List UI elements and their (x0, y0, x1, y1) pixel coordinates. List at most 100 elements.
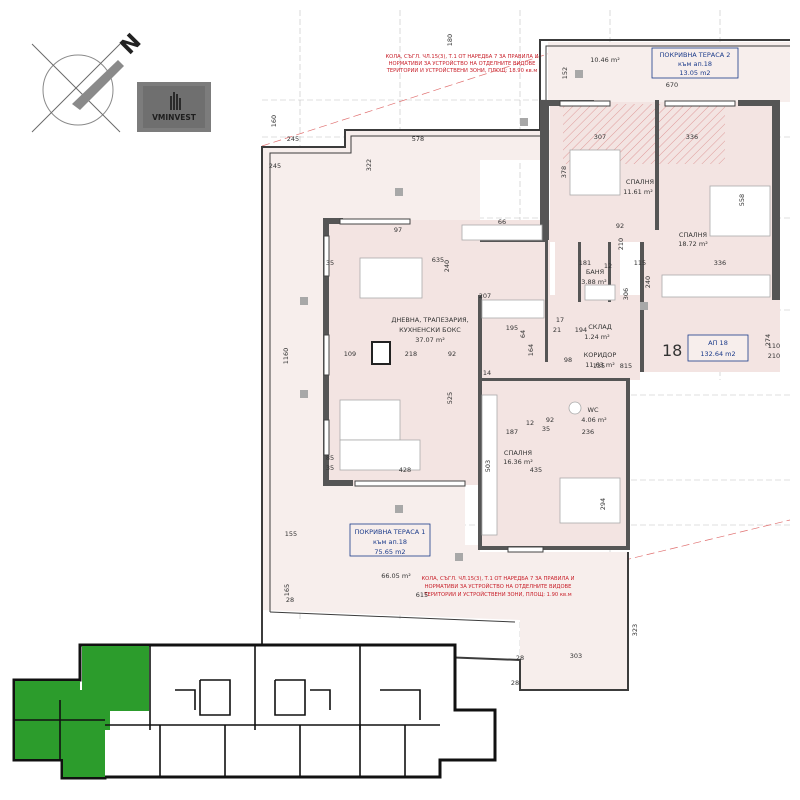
dimension-label: 240 (443, 260, 451, 272)
dimension-label: 195 (506, 324, 518, 332)
dimension-label: 558 (738, 194, 746, 206)
apartment-id: АП 18 (708, 339, 728, 347)
dimension-label: 378 (560, 166, 568, 178)
dimension-label: 12 (604, 262, 612, 270)
dimension-label: 92 (616, 222, 624, 230)
dimension-label: 12 (526, 419, 534, 427)
bed-1 (569, 149, 621, 196)
room-name-living: ДНЕВНА, ТРАПЕЗАРИЯ, (391, 316, 468, 324)
furniture (339, 149, 771, 536)
dimension-label: 28 (516, 654, 524, 662)
dimension-label: 336 (686, 133, 698, 141)
room-name-bedroom-3: СПАЛНЯ (504, 449, 532, 457)
terrace-2-title: ПОКРИВНА ТЕРАСА 2 (660, 51, 731, 59)
apartment-label-box: АП 18 132.64 m2 (687, 334, 749, 362)
dimension-label: 165 (283, 584, 291, 596)
terrace-2-side-area: 10.46 m² (590, 56, 620, 64)
dimension-label: 14 (483, 369, 491, 377)
dimension-label: 21 (553, 326, 561, 334)
dimension-label: 1160 (282, 348, 290, 365)
terrace-2-label-box: ПОКРИВНА ТЕРАСА 2 към ап.18 13.05 m2 (651, 47, 739, 79)
room-name-wc: WC (588, 406, 599, 414)
dimension-label: 307 (594, 133, 606, 141)
dimension-label: 210 (0, 0, 6, 2)
dimension-label: 92 (546, 416, 554, 424)
note-2-line-1: КОЛА, СЪГЛ. ЧЛ.15(3), Т.1 ОТ НАРЕДБА 7 З… (422, 576, 575, 582)
logo-mark-icon (170, 92, 181, 110)
note-2-line-2: НОРМАТИВИ ЗА УСТРОЙСТВО НА ОТДЕЛНИТЕ ВИД… (425, 583, 572, 590)
compass-north-label: N (116, 29, 147, 60)
bed-3 (559, 477, 621, 524)
dimension-label: 35 (326, 464, 334, 472)
compass: N (31, 29, 147, 133)
bathtub-icon (584, 284, 616, 301)
dimension-label: 155 (285, 530, 297, 538)
dimension-label: 66 (498, 218, 506, 226)
room-area-storage: 1.24 m² (584, 333, 610, 341)
dimension-label: 240 (644, 276, 652, 288)
dimension-label: 578 (412, 135, 424, 143)
key-plan-interior-lines (15, 646, 440, 776)
dimension-label: 323 (631, 624, 639, 636)
brand-logo: VMINVEST (137, 82, 211, 132)
room-area-living: 37.07 m² (415, 336, 445, 344)
key-plan (12, 643, 497, 780)
terrace-2-area: 13.05 m2 (679, 69, 710, 77)
sofa (339, 399, 401, 441)
dimension-label: 181 (579, 259, 591, 267)
room-area-bedroom-1: 11.61 m² (623, 188, 653, 196)
dimension-label: 135 (593, 362, 605, 370)
regulation-note-1: КОЛА, СЪГЛ. ЧЛ.15(3), Т.1 ОТ НАРЕДБА 7 З… (386, 54, 539, 74)
terrace-1-label-box: ПОКРИВНА ТЕРАСА 1 към ап.18 75.65 m2 (349, 523, 431, 557)
kitchen-counter (461, 224, 543, 241)
dimension-label: 85 (326, 454, 334, 462)
dimension-label: 294 (599, 498, 607, 510)
logo-text: VMINVEST (152, 113, 197, 122)
dimension-label: 322 (365, 159, 373, 171)
note-1-line-1: КОЛА, СЪГЛ. ЧЛ.15(3), Т.1 ОТ НАРЕДБА 7 З… (386, 54, 539, 60)
dimension-label: 64 (519, 330, 527, 338)
terrace-1-area: 75.65 m2 (374, 548, 405, 556)
dimension-label: 236 (582, 428, 594, 436)
wardrobe-2 (481, 394, 498, 536)
terrace-1-title: ПОКРИВНА ТЕРАСА 1 (355, 528, 426, 536)
dimension-label: 164 (527, 344, 535, 356)
room-area-corridor: 11.63 m² (585, 361, 615, 369)
room-labels: ДНЕВНА, ТРАПЕЗАРИЯ, КУХНЕНСКИ БОКС 37.07… (391, 178, 708, 466)
dimension-label: 187 (506, 428, 518, 436)
note-1-line-3: ТЕРИТОРИИ И УСТРОЙСТВЕНИ ЗОНИ, ПЛОЩ: 18.… (386, 67, 538, 74)
dimension-label: 110 (768, 342, 780, 350)
dimension-label: 207 (479, 292, 491, 300)
room-name-bedroom-2: СПАЛНЯ (679, 231, 707, 239)
bed-2 (709, 185, 771, 237)
room-name-storage: СКЛАД (588, 323, 612, 331)
dimension-label: 274 (764, 334, 772, 346)
dimension-label: 92 (448, 350, 456, 358)
dimension-label: 35 (542, 425, 550, 433)
dimension-label: 210 (617, 238, 625, 250)
wardrobe-3 (661, 274, 771, 298)
dimension-label: 635 (432, 256, 444, 264)
dimension-label: 97 (394, 226, 402, 234)
dimension-label: 35 (326, 259, 334, 267)
dimension-label: 615 (416, 591, 428, 599)
dimension-label: 28 (286, 596, 294, 604)
room-name-bathroom: БАНЯ (586, 268, 604, 276)
sofa-side (339, 439, 421, 471)
note-1-line-2: НОРМАТИВИ ЗА УСТРОЙСТВО НА ОТДЕЛНИТЕ ВИД… (389, 60, 536, 67)
room-area-wc: 4.06 m² (581, 416, 607, 424)
dimension-label: 98 (564, 356, 572, 364)
wardrobe-1 (481, 299, 545, 319)
fireplace-icon (371, 341, 391, 365)
room-name-living-2: КУХНЕНСКИ БОКС (399, 326, 461, 334)
windows (323, 100, 736, 553)
terrace-1-side-area: 66.05 m² (381, 572, 411, 580)
dimension-label: 435 (530, 466, 542, 474)
regulation-note-2: КОЛА, СЪГЛ. ЧЛ.15(3), Т.1 ОТ НАРЕДБА 7 З… (422, 576, 575, 598)
terrace-2-ref: към ап.18 (678, 60, 712, 68)
room-name-corridor: КОРИДОР (584, 351, 617, 359)
dimension-label: 180 (446, 34, 454, 46)
dimension-label: 670 (666, 81, 678, 89)
